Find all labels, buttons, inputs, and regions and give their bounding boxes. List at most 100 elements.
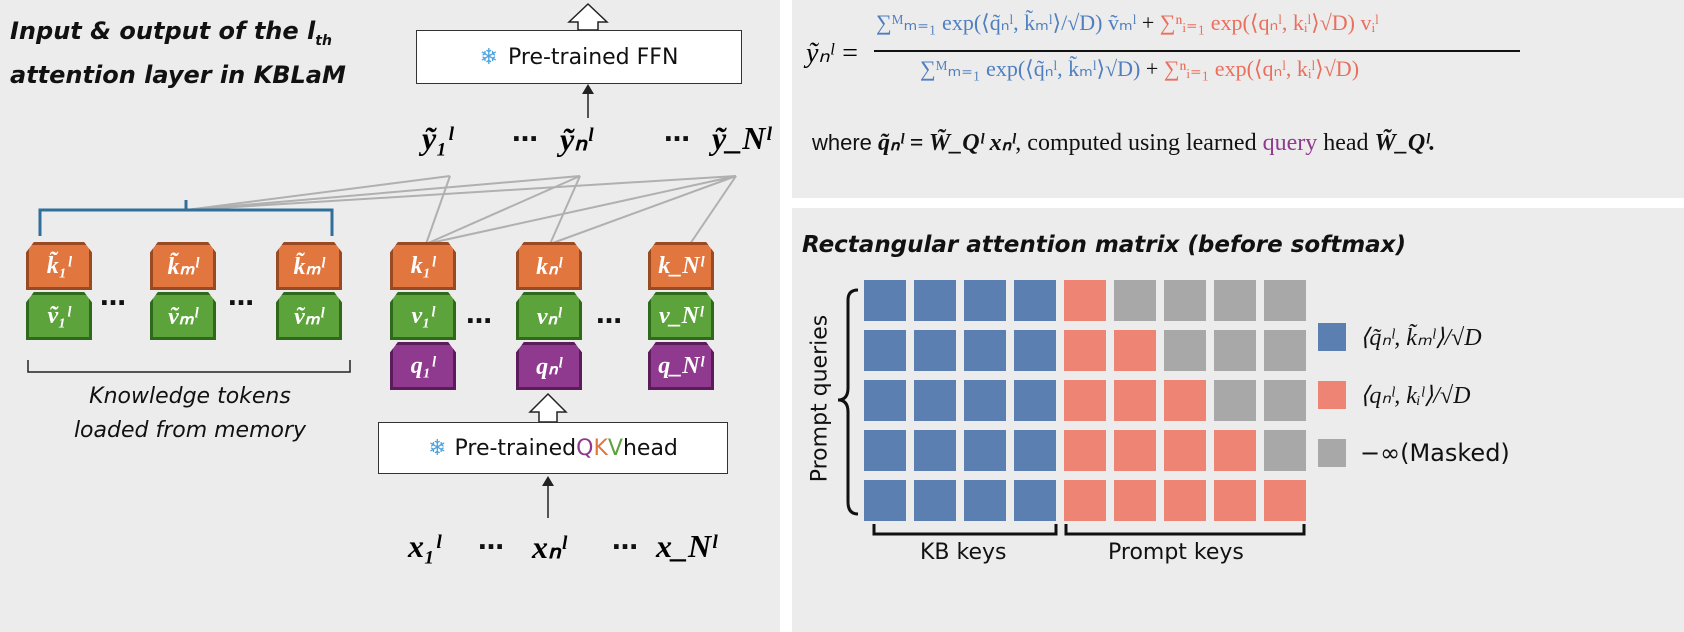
matrix-cell-kb xyxy=(864,430,906,471)
matrix-cell-kb xyxy=(1014,430,1056,471)
where-query: query xyxy=(1262,130,1318,156)
matrix-cell-kb xyxy=(914,480,956,521)
input-x-N: x_Nˡ xyxy=(656,528,717,564)
knowledge-key-M: k̃ₘˡ xyxy=(276,242,342,290)
kb-keys-label: KB keys xyxy=(920,540,1007,565)
matrix-cell-prompt xyxy=(1214,430,1256,471)
prompt-value-n: vₙˡ xyxy=(516,292,582,340)
formula-den-blue: ∑ᴹₘ₌₁ exp(⟨q̃ₙˡ, k̃ₘˡ⟩√D) xyxy=(920,56,1141,81)
snowflake-icon: ❄ xyxy=(479,44,499,70)
ffn-label: Pre-trained FFN xyxy=(508,44,679,70)
legend-swatch-kb xyxy=(1318,323,1346,351)
where-prefix: where xyxy=(812,130,879,155)
formula-num-blue: ∑ᴹₘ₌₁ exp(⟨q̃ₙˡ, k̃ₘˡ⟩/√D) ṽₘˡ xyxy=(876,10,1137,35)
formula-numerator: ∑ᴹₘ₌₁ exp(⟨q̃ₙˡ, k̃ₘˡ⟩/√D) ṽₘˡ + ∑ⁿᵢ₌₁ e… xyxy=(876,10,1379,36)
knowledge-caption: Knowledge tokens loaded from memory xyxy=(73,384,307,443)
knowledge-key-m: k̃ₘˡ xyxy=(150,242,216,290)
prompt-key-1: k₁ˡ xyxy=(390,242,456,290)
matrix-cell-kb xyxy=(914,430,956,471)
matrix-cell-kb xyxy=(964,380,1006,421)
prompt-query-N: q_Nˡ xyxy=(648,342,714,390)
qkv-v: V xyxy=(607,435,623,461)
prompt-value-1: v₁ˡ xyxy=(390,292,456,340)
matrix-cell-prompt xyxy=(1164,430,1206,471)
matrix-cell-masked xyxy=(1164,330,1206,371)
formula-num-plus: + xyxy=(1141,10,1155,35)
matrix-cell-kb xyxy=(914,380,956,421)
matrix-cell-kb xyxy=(1014,330,1056,371)
matrix-cell-kb xyxy=(1014,280,1056,321)
output-ellipsis-2: … xyxy=(664,118,690,148)
formula-num-red: ∑ⁿᵢ₌₁ exp(⟨qₙˡ, kᵢˡ⟩√D) vᵢˡ xyxy=(1159,10,1379,35)
matrix-title: Rectangular attention matrix (before sof… xyxy=(802,232,1407,258)
matrix-cell-prompt xyxy=(1114,430,1156,471)
input-x-n: xₙˡ xyxy=(532,529,567,565)
legend-label-kb: ⟨q̃ₙˡ, k̃ₘˡ⟩/√D xyxy=(1360,324,1482,351)
legend-item-kb: ⟨q̃ₙˡ, k̃ₘˡ⟩/√D xyxy=(1318,320,1510,354)
prompt-key-N: k_Nˡ xyxy=(648,242,714,290)
matrix-cell-prompt xyxy=(1114,480,1156,521)
matrix-cell-kb xyxy=(864,280,906,321)
knowledge-value-1: ṽ₁ˡ xyxy=(26,292,92,340)
matrix-cell-masked xyxy=(1164,280,1206,321)
legend-swatch-prompt xyxy=(1318,381,1346,409)
input-x-1: x₁ˡ xyxy=(408,528,441,564)
matrix-cell-kb xyxy=(964,430,1006,471)
matrix-cell-masked xyxy=(1214,280,1256,321)
qkv-label-prefix: Pre-trained xyxy=(454,435,577,461)
matrix-cell-kb xyxy=(964,330,1006,371)
input-ellipsis-1: … xyxy=(478,526,504,556)
formula-denominator: ∑ᴹₘ₌₁ exp(⟨q̃ₙˡ, k̃ₘˡ⟩√D) + ∑ⁿᵢ₌₁ exp(⟨q… xyxy=(920,56,1359,82)
matrix-cell-kb xyxy=(964,480,1006,521)
qkv-q: Q xyxy=(576,435,594,461)
prompt-ellipsis-1: … xyxy=(466,300,492,330)
input-ellipsis-2: … xyxy=(612,526,638,556)
matrix-cell-masked xyxy=(1264,430,1306,471)
output-y-1: ỹ₁ˡ xyxy=(422,120,453,156)
matrix-cell-prompt xyxy=(1164,480,1206,521)
formula-den-red: ∑ⁿᵢ₌₁ exp(⟨qₙˡ, kᵢˡ⟩√D) xyxy=(1163,56,1360,81)
knowledge-ellipsis-2: … xyxy=(228,282,254,312)
prompt-ellipsis-2: … xyxy=(596,300,622,330)
snowflake-icon: ❄ xyxy=(428,435,447,461)
prompt-key-n: kₙˡ xyxy=(516,242,582,290)
legend-label-prompt: ⟨qₙˡ, kᵢˡ⟩/√D xyxy=(1360,382,1471,409)
legend: ⟨q̃ₙˡ, k̃ₘˡ⟩/√D ⟨qₙˡ, kᵢˡ⟩/√D −∞(Masked) xyxy=(1318,320,1510,470)
matrix-cell-masked xyxy=(1214,330,1256,371)
qkv-k: K xyxy=(593,435,608,461)
attention-matrix xyxy=(864,280,1324,524)
matrix-braces xyxy=(837,288,1306,536)
legend-label-masked: −∞(Masked) xyxy=(1360,439,1510,467)
matrix-cell-kb xyxy=(1014,380,1056,421)
formula-fraction-bar xyxy=(874,50,1520,52)
matrix-cell-masked xyxy=(1264,380,1306,421)
output-ellipsis-1: … xyxy=(512,118,538,148)
matrix-cell-masked xyxy=(1214,380,1256,421)
matrix-cell-prompt xyxy=(1064,480,1106,521)
matrix-cell-prompt xyxy=(1264,480,1306,521)
output-y-n: ỹₙˡ xyxy=(560,121,593,157)
matrix-cell-prompt xyxy=(1214,480,1256,521)
legend-item-prompt: ⟨qₙˡ, kᵢˡ⟩/√D xyxy=(1318,378,1510,412)
matrix-cell-masked xyxy=(1114,280,1156,321)
formula-den-plus: + xyxy=(1145,56,1159,81)
qkv-label-suffix: head xyxy=(622,435,678,461)
prompt-query-1: q₁ˡ xyxy=(390,342,456,390)
matrix-cell-masked xyxy=(1264,330,1306,371)
matrix-cell-kb xyxy=(964,280,1006,321)
prompt-value-N: v_Nˡ xyxy=(648,292,714,340)
knowledge-key-1: k̃₁ˡ xyxy=(26,242,92,290)
pretrained-ffn-box: ❄ Pre-trained FFN xyxy=(416,30,742,84)
matrix-cell-prompt xyxy=(1064,280,1106,321)
prompt-keys-label: Prompt keys xyxy=(1108,540,1244,565)
matrix-cell-kb xyxy=(864,380,906,421)
where-mid: , computed using learned xyxy=(1015,130,1263,156)
formula-panel xyxy=(792,0,1684,198)
legend-swatch-masked xyxy=(1318,439,1346,467)
matrix-cell-kb xyxy=(1014,480,1056,521)
matrix-cell-kb xyxy=(864,330,906,371)
where-math: q̃ₙˡ = W̃_Qˡ xₙˡ xyxy=(878,130,1016,156)
left-panel-title: Input & output of the lth attention laye… xyxy=(10,17,346,89)
diagram-connectors xyxy=(27,2,737,518)
